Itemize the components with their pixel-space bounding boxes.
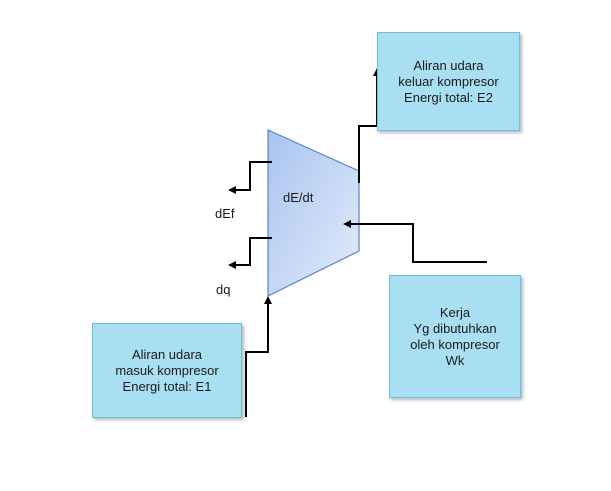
inlet-line-1: Aliran udara [131, 346, 203, 362]
outlet-flow-arrow [358, 68, 381, 183]
dEf-arrow [228, 161, 272, 194]
work-line-3: oleh kompresor [410, 336, 500, 352]
outlet-line-3: Energi total: E2 [404, 89, 493, 105]
work-line-4: Wk [445, 352, 465, 368]
outlet-line-2: keluar kompresor [398, 73, 499, 89]
inlet-line-3: Energi total: E1 [122, 378, 212, 394]
work-line-1: Kerja [439, 304, 471, 320]
outlet-air-box: Aliran udara keluar kompresor Energi tot… [377, 32, 520, 131]
inlet-flow-arrow [245, 296, 272, 417]
inlet-line-2: masuk kompresor [115, 362, 219, 378]
work-input-arrow [343, 220, 487, 263]
work-line-2: Yg dibutuhkan [413, 320, 497, 336]
compressor-shape [267, 129, 360, 297]
inlet-air-box: Aliran udara masuk kompresor Energi tota… [92, 323, 242, 418]
dEf-label: dEf [215, 206, 235, 221]
dq-arrow [228, 237, 272, 269]
compressor-label: dE/dt [283, 190, 314, 205]
dq-label: dq [216, 282, 231, 297]
outlet-line-1: Aliran udara [413, 57, 484, 73]
work-box: Kerja Yg dibutuhkan oleh kompresor Wk [389, 275, 521, 398]
